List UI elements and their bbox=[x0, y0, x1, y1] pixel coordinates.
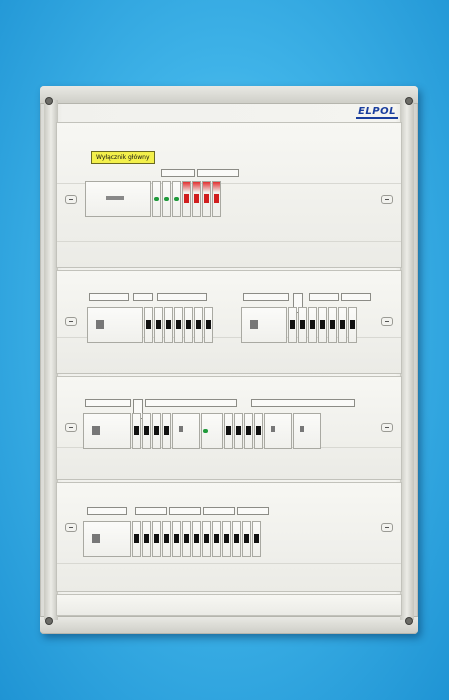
surge-protector-module bbox=[212, 181, 221, 217]
screw-icon bbox=[406, 618, 412, 624]
panel-fastener-knob[interactable] bbox=[65, 523, 77, 532]
brand-logo: ELPOL bbox=[356, 106, 398, 119]
circuit-label bbox=[203, 507, 235, 515]
circuit-breaker[interactable] bbox=[232, 521, 241, 557]
indicator-module bbox=[201, 413, 223, 449]
circuit-label bbox=[197, 169, 239, 177]
panel-main-switch: Wyłącznik główny bbox=[56, 122, 402, 268]
circuit-label bbox=[133, 293, 153, 301]
panel-fastener-knob[interactable] bbox=[381, 317, 393, 326]
circuit-breaker[interactable] bbox=[172, 521, 181, 557]
circuit-breaker[interactable] bbox=[132, 413, 141, 449]
circuit-label bbox=[89, 293, 129, 301]
circuit-breaker[interactable] bbox=[348, 307, 357, 343]
indicator-module bbox=[172, 181, 181, 217]
relay-module[interactable] bbox=[264, 413, 292, 449]
relay-module[interactable] bbox=[172, 413, 200, 449]
circuit-breaker[interactable] bbox=[318, 307, 327, 343]
circuit-label bbox=[157, 293, 207, 301]
circuit-breaker[interactable] bbox=[212, 521, 221, 557]
rcd-module[interactable] bbox=[241, 307, 287, 343]
circuit-breaker[interactable] bbox=[204, 307, 213, 343]
circuit-breaker[interactable] bbox=[182, 521, 191, 557]
circuit-breaker[interactable] bbox=[142, 413, 151, 449]
panel-circuits-2 bbox=[56, 376, 402, 480]
circuit-breaker[interactable] bbox=[152, 413, 161, 449]
circuit-label bbox=[341, 293, 371, 301]
circuit-breaker[interactable] bbox=[288, 307, 297, 343]
circuit-label bbox=[145, 399, 237, 407]
circuit-breaker[interactable] bbox=[252, 521, 261, 557]
circuit-breaker[interactable] bbox=[222, 521, 231, 557]
circuit-breaker[interactable] bbox=[132, 521, 141, 557]
circuit-breaker[interactable] bbox=[142, 521, 151, 557]
circuit-breaker[interactable] bbox=[254, 413, 263, 449]
left-post bbox=[44, 100, 58, 620]
rcd-module[interactable] bbox=[87, 307, 143, 343]
circuit-label bbox=[309, 293, 339, 301]
circuit-breaker[interactable] bbox=[164, 307, 173, 343]
circuit-breaker[interactable] bbox=[152, 521, 161, 557]
surge-protector-module bbox=[192, 181, 201, 217]
circuit-breaker[interactable] bbox=[244, 413, 253, 449]
circuit-label bbox=[251, 399, 355, 407]
circuit-breaker[interactable] bbox=[298, 307, 307, 343]
circuit-label bbox=[169, 507, 201, 515]
circuit-breaker[interactable] bbox=[242, 521, 251, 557]
panel-fastener-knob[interactable] bbox=[381, 423, 393, 432]
distribution-board-enclosure: ELPOL Wyłącznik główny bbox=[40, 86, 418, 634]
circuit-breaker[interactable] bbox=[338, 307, 347, 343]
circuit-breaker[interactable] bbox=[162, 521, 171, 557]
panel-fastener-knob[interactable] bbox=[381, 195, 393, 204]
circuit-breaker[interactable] bbox=[224, 413, 233, 449]
circuit-label bbox=[135, 507, 167, 515]
panel-fastener-knob[interactable] bbox=[381, 523, 393, 532]
circuit-label bbox=[237, 507, 269, 515]
din-rail-row bbox=[83, 521, 262, 557]
circuit-breaker[interactable] bbox=[192, 521, 201, 557]
circuit-breaker[interactable] bbox=[154, 307, 163, 343]
panel-fastener-knob[interactable] bbox=[65, 423, 77, 432]
circuit-breaker[interactable] bbox=[234, 413, 243, 449]
bottom-rail bbox=[40, 616, 418, 634]
rcd-module[interactable] bbox=[83, 413, 131, 449]
indicator-module bbox=[152, 181, 161, 217]
panel-fastener-knob[interactable] bbox=[65, 317, 77, 326]
circuit-label bbox=[161, 169, 195, 177]
screw-icon bbox=[46, 618, 52, 624]
circuit-breaker[interactable] bbox=[162, 413, 171, 449]
circuit-breaker[interactable] bbox=[308, 307, 317, 343]
circuit-label bbox=[243, 293, 289, 301]
panel-circuits-3 bbox=[56, 482, 402, 592]
circuit-breaker[interactable] bbox=[174, 307, 183, 343]
right-post bbox=[400, 100, 414, 620]
circuit-breaker[interactable] bbox=[328, 307, 337, 343]
circuit-breaker[interactable] bbox=[144, 307, 153, 343]
main-switch-label: Wyłącznik główny bbox=[91, 151, 155, 164]
top-rail bbox=[40, 86, 418, 104]
din-rail-row bbox=[83, 413, 322, 449]
panel-fastener-knob[interactable] bbox=[65, 195, 77, 204]
circuit-breaker[interactable] bbox=[184, 307, 193, 343]
panel-circuits-1 bbox=[56, 270, 402, 374]
surge-protector-module bbox=[202, 181, 211, 217]
relay-module[interactable] bbox=[293, 413, 321, 449]
circuit-breaker[interactable] bbox=[202, 521, 211, 557]
din-rail-row bbox=[241, 307, 358, 343]
surge-protector-module bbox=[182, 181, 191, 217]
din-rail-row bbox=[87, 307, 214, 343]
din-rail-row bbox=[85, 181, 222, 217]
circuit-label bbox=[85, 399, 131, 407]
panel-blank bbox=[56, 594, 402, 616]
circuit-label bbox=[87, 507, 127, 515]
indicator-module bbox=[162, 181, 171, 217]
rcd-module[interactable] bbox=[83, 521, 131, 557]
screw-icon bbox=[46, 98, 52, 104]
circuit-breaker[interactable] bbox=[194, 307, 203, 343]
screw-icon bbox=[406, 98, 412, 104]
main-switch-module[interactable] bbox=[85, 181, 151, 217]
